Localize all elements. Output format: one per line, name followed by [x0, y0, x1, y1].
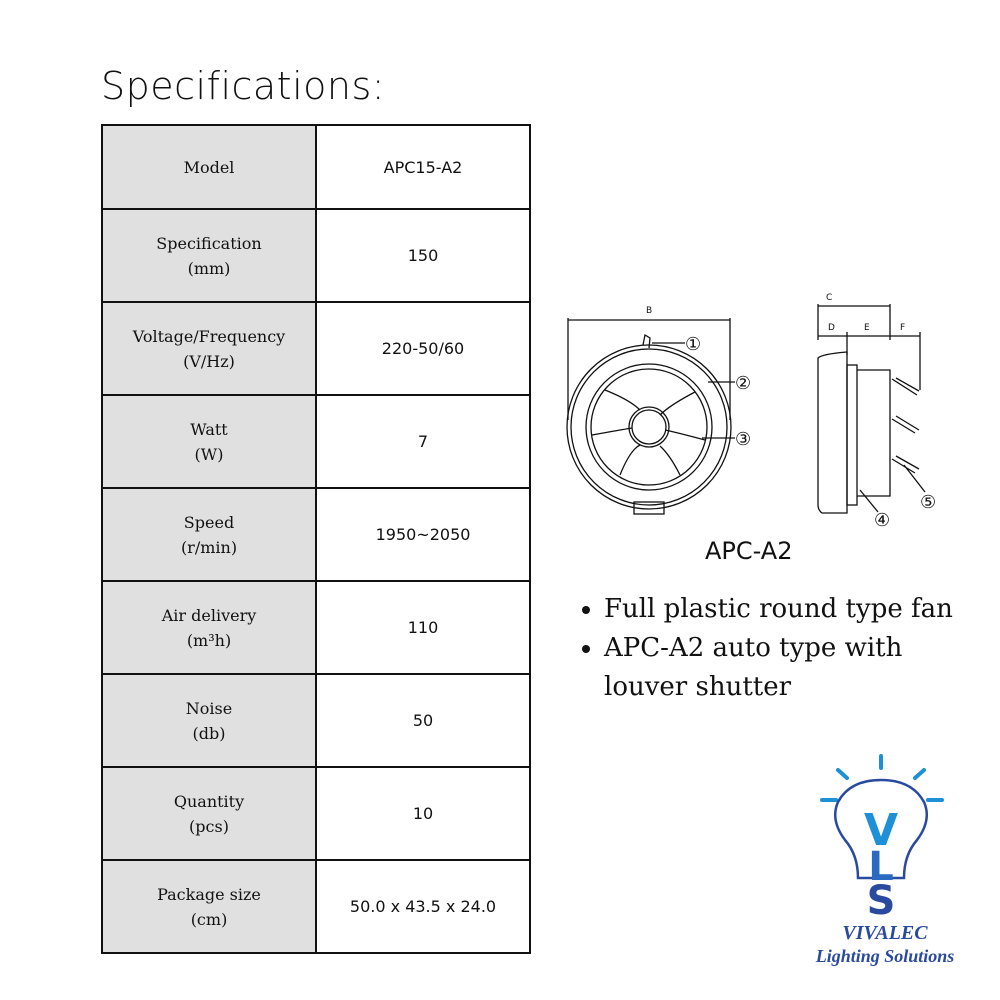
svg-text:V: V [864, 805, 898, 856]
vivalec-logo: V L S VIVALEC Lighting Solutions [800, 750, 970, 970]
logo-name: VIVALEC [842, 922, 928, 944]
spec-value: 7 [315, 394, 531, 489]
bulb-icon: V L S [820, 754, 944, 924]
spec-label-cell: Model [101, 124, 317, 210]
spec-value: 50 [315, 673, 531, 768]
callout-4: ④ [874, 510, 890, 531]
dim-e-label: E [864, 323, 870, 333]
spec-label: Specification [156, 233, 262, 253]
spec-row: Voltage/Frequency (V/Hz) 220-50/60 [101, 301, 531, 396]
svg-text:L: L [868, 844, 894, 890]
callout-3: ③ [735, 429, 751, 450]
spec-label: Quantity [173, 791, 245, 811]
spec-label: Voltage/Frequency [132, 326, 286, 346]
feature-list: Full plastic round type fan APC-A2 auto … [578, 590, 974, 707]
spec-value: 110 [315, 580, 531, 675]
dim-d-label: D [828, 323, 835, 333]
spec-unit: (m³h) [186, 630, 232, 650]
spec-label-cell: Speed (r/min) [101, 487, 317, 582]
dim-f-label: F [900, 323, 905, 333]
spec-unit: (mm) [187, 258, 231, 278]
spec-value: 50.0 x 43.5 x 24.0 [315, 859, 531, 954]
spec-row: Noise (db) 50 [101, 673, 531, 768]
spec-unit: (db) [192, 723, 226, 743]
spec-value: APC15-A2 [315, 124, 531, 210]
spec-row: Quantity (pcs) 10 [101, 766, 531, 861]
spec-row: Model APC15-A2 [101, 124, 531, 210]
spec-label-cell: Specification (mm) [101, 208, 317, 303]
svg-text:S: S [867, 878, 896, 920]
feature-item: APC-A2 auto type with louver shutter [604, 629, 974, 707]
spec-value: 10 [315, 766, 531, 861]
spec-value: 1950~2050 [315, 487, 531, 582]
spec-row: Speed (r/min) 1950~2050 [101, 487, 531, 582]
dim-b-label: B [646, 306, 652, 316]
callout-5: ⑤ [920, 492, 936, 513]
diagram-caption: APC-A2 [705, 537, 792, 565]
spec-label: Speed [183, 512, 235, 532]
spec-label: Air delivery [161, 605, 257, 625]
spec-label-cell: Quantity (pcs) [101, 766, 317, 861]
feature-item: Full plastic round type fan [604, 590, 974, 629]
spec-label-cell: Air delivery (m³h) [101, 580, 317, 675]
callout-1: ① [685, 334, 701, 355]
side-view: C D E F [817, 293, 926, 514]
callout-2: ② [735, 373, 751, 394]
spec-label: Watt [190, 419, 228, 439]
dim-c-label: C [826, 293, 832, 303]
spec-label-cell: Voltage/Frequency (V/Hz) [101, 301, 317, 396]
spec-label-cell: Watt (W) [101, 394, 317, 489]
page-title: Specifications: [101, 64, 386, 108]
spec-value: 220-50/60 [315, 301, 531, 396]
spec-label: Model [183, 157, 235, 177]
logo-tagline: Lighting Solutions [815, 946, 955, 966]
spec-unit: (W) [194, 444, 224, 464]
spec-label-cell: Package size (cm) [101, 859, 317, 954]
spec-row: Watt (W) 7 [101, 394, 531, 489]
fan-diagram: B C D E F ① ② ③ ④ ⑤ APC-A2 [566, 293, 936, 565]
spec-row: Air delivery (m³h) 110 [101, 580, 531, 675]
spec-unit: (V/Hz) [183, 351, 235, 371]
spec-row: Package size (cm) 50.0 x 43.5 x 24.0 [101, 859, 531, 954]
spec-row: Specification (mm) 150 [101, 208, 531, 303]
front-view: B [566, 306, 735, 515]
spec-unit: (r/min) [180, 537, 238, 557]
spec-value: 150 [315, 208, 531, 303]
spec-unit: (cm) [190, 909, 228, 929]
spec-label: Package size [157, 884, 261, 904]
spec-unit: (pcs) [189, 816, 229, 836]
spec-label-cell: Noise (db) [101, 673, 317, 768]
spec-label: Noise [185, 698, 233, 718]
